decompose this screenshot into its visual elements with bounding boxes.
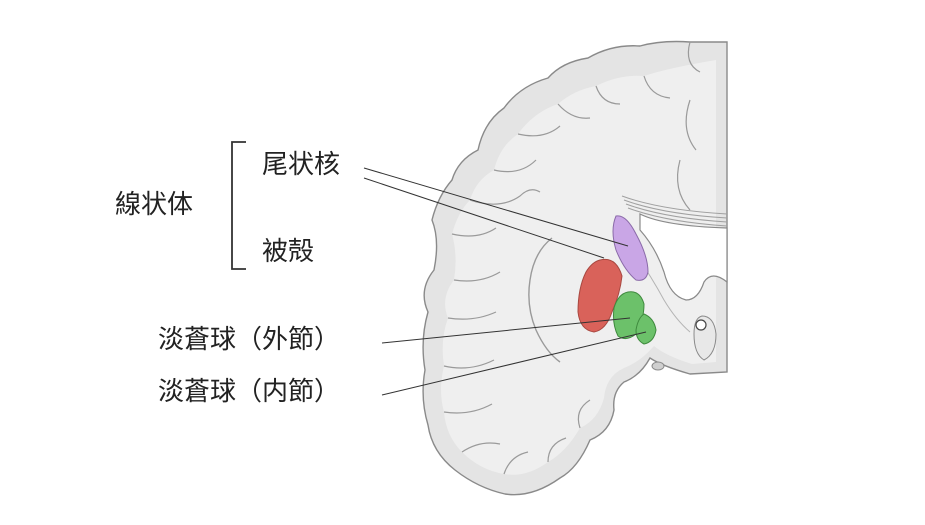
white-matter (441, 60, 716, 475)
leader-gpe (381, 317, 631, 344)
leader-putamen (363, 177, 605, 259)
cerebral-aqueduct (695, 319, 707, 331)
leader-caudate (363, 167, 629, 247)
label-putamen: 被殻 (262, 237, 315, 267)
label-globus-pallidus-internal: 淡蒼球（内節） (158, 377, 341, 407)
leader-lines (363, 167, 647, 396)
lateral-sulcus (528, 237, 561, 363)
globus-pallidus-internal (635, 313, 657, 345)
putamen (577, 258, 623, 333)
lateral-ventricle (639, 213, 728, 301)
label-caudate-nucleus: 尾状核 (262, 150, 341, 180)
leader-gpi (381, 331, 647, 396)
caudate-nucleus (612, 215, 649, 281)
striatum-bracket (231, 141, 246, 270)
corpus-callosum (621, 195, 728, 227)
sulci (443, 41, 701, 475)
label-globus-pallidus-external: 淡蒼球（外節） (158, 325, 341, 355)
label-striatum: 線状体 (115, 190, 194, 220)
amygdala-hint (651, 361, 665, 371)
